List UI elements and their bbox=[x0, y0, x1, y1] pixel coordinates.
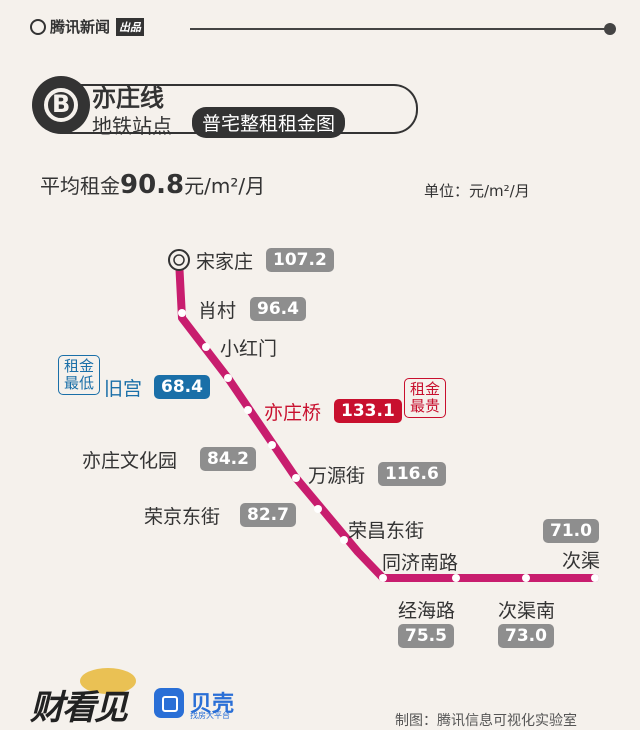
station-terminal-marker bbox=[168, 249, 190, 271]
station-dot-rongjingdongjie bbox=[314, 505, 322, 513]
station-dot-rongchangdongjie bbox=[340, 536, 348, 544]
station-dot-ciqu bbox=[591, 574, 599, 582]
station-dot-ciqunan bbox=[522, 574, 530, 582]
station-name-lowest: 旧宫 bbox=[104, 378, 143, 400]
station-name: 肖村 bbox=[198, 300, 237, 322]
station-name: 同济南路 bbox=[382, 552, 459, 574]
header-rule bbox=[190, 28, 610, 30]
station-price-lowest: 68.4 bbox=[154, 375, 210, 399]
average-rent-value: 90.8 bbox=[120, 170, 185, 200]
station-name: 荣昌东街 bbox=[348, 520, 425, 542]
header-rule-dot bbox=[604, 23, 616, 35]
station-name: 次渠 bbox=[562, 550, 601, 572]
station-name: 荣京东街 bbox=[144, 506, 221, 528]
station-dot-tongjinanlu bbox=[379, 574, 387, 582]
station-dot-xiaohongmen bbox=[202, 343, 210, 351]
average-rent-unit: 元/m²/月 bbox=[184, 174, 266, 198]
station-dot-xiaocun bbox=[178, 309, 186, 317]
station-name: 次渠南 bbox=[498, 600, 556, 622]
beijing-subway-logo-ring bbox=[44, 88, 78, 122]
station-price: 107.2 bbox=[266, 248, 334, 272]
average-rent-label: 平均租金 bbox=[40, 174, 120, 198]
station-dot-yizhuangqiao bbox=[244, 406, 252, 414]
station-price: 84.2 bbox=[200, 447, 256, 471]
average-rent: 平均租金90.8元/m²/月 bbox=[40, 170, 265, 200]
station-dot-jiugong bbox=[224, 374, 232, 382]
station-price: 82.7 bbox=[240, 503, 296, 527]
station-price: 73.0 bbox=[498, 624, 554, 648]
brand-tag: 出品 bbox=[116, 17, 145, 36]
station-name: 亦庄文化园 bbox=[82, 450, 178, 472]
station-dot-wenhuayuan bbox=[268, 441, 276, 449]
beike-logo: 贝壳 bbox=[190, 692, 235, 717]
beike-logo-subtitle: 找房大平台 bbox=[190, 711, 230, 720]
station-price: 71.0 bbox=[543, 519, 599, 543]
station-dot-jinghailu bbox=[452, 574, 460, 582]
station-name-highest: 亦庄桥 bbox=[264, 402, 322, 424]
beike-logo-icon bbox=[154, 688, 184, 718]
caikanjian-logo: 财看见 bbox=[30, 688, 128, 728]
station-price: 75.5 bbox=[398, 624, 454, 648]
station-price-highest: 133.1 bbox=[334, 399, 402, 423]
station-name: 小红门 bbox=[220, 338, 278, 360]
page-subtitle-tag: 普宅整租租金图 bbox=[192, 107, 346, 138]
station-name: 万源街 bbox=[308, 465, 366, 487]
page-title: 亦庄线 bbox=[92, 84, 164, 112]
lowest-rent-tag: 租金最低 bbox=[58, 355, 100, 395]
footer-credit: 制图：腾讯信息可视化实验室 bbox=[395, 713, 577, 729]
brand: 腾讯新闻 出品 bbox=[30, 16, 145, 37]
station-dot-wanyuanjie bbox=[292, 474, 300, 482]
beijing-subway-logo-letter: B bbox=[52, 90, 71, 118]
caikanjian-logo-swoosh-icon bbox=[80, 668, 136, 694]
page-subtitle: 地铁站点 bbox=[92, 114, 172, 138]
unit-note: 单位：元/m²/月 bbox=[424, 182, 530, 200]
station-name: 宋家庄 bbox=[196, 251, 254, 273]
brand-name: 腾讯新闻 bbox=[50, 18, 111, 36]
station-price: 116.6 bbox=[378, 462, 446, 486]
station-name: 经海路 bbox=[398, 600, 456, 622]
station-price: 96.4 bbox=[250, 297, 306, 321]
tencent-news-logo-icon bbox=[30, 18, 46, 35]
highest-rent-tag: 租金最贵 bbox=[404, 378, 446, 418]
